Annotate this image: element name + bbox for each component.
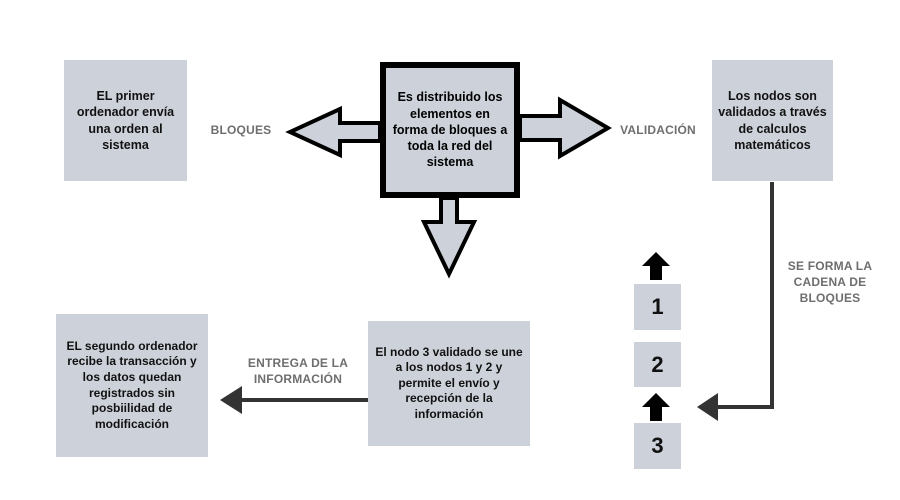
node-distribucion-text: Es distribuido los elementos en forma de… — [392, 90, 508, 170]
label-validacion: VALIDACIÓN — [620, 123, 696, 137]
node-primer-text: EL primer ordenador envía una orden al s… — [76, 89, 175, 152]
delivery-arrowhead — [220, 386, 242, 414]
right-arrow — [518, 96, 612, 160]
node-validacion: Los nodos son validados a través de calc… — [712, 60, 833, 181]
node-distribucion: Es distribuido los elementos en forma de… — [380, 62, 520, 198]
label-entrega: ENTREGA DE LA INFORMACIÓN — [247, 356, 349, 387]
up-arrow-3 — [642, 393, 670, 421]
block-1: 1 — [634, 284, 681, 330]
block-3: 3 — [634, 423, 681, 469]
node-segundo-text: EL segundo ordenador recibe la transacci… — [66, 338, 198, 431]
node-segundo-ordenador: EL segundo ordenador recibe la transacci… — [56, 314, 208, 457]
down-arrow — [420, 196, 478, 279]
node-primer-ordenador: EL primer ordenador envía una orden al s… — [64, 60, 187, 181]
chain-connector — [712, 182, 774, 409]
chain-arrowhead — [697, 393, 718, 421]
block-2: 2 — [634, 342, 681, 387]
node-nodo3: El nodo 3 validado se une a los nodos 1 … — [368, 321, 530, 446]
label-cadena: SE FORMA LA CADENA DE BLOQUES — [787, 259, 873, 306]
node-nodo3-text: El nodo 3 validado se une a los nodos 1 … — [375, 344, 523, 421]
node-validacion-text: Los nodos son validados a través de calc… — [718, 89, 827, 152]
up-arrow-1 — [642, 252, 670, 280]
label-bloques: BLOQUES — [210, 123, 272, 137]
left-arrow — [285, 105, 382, 159]
